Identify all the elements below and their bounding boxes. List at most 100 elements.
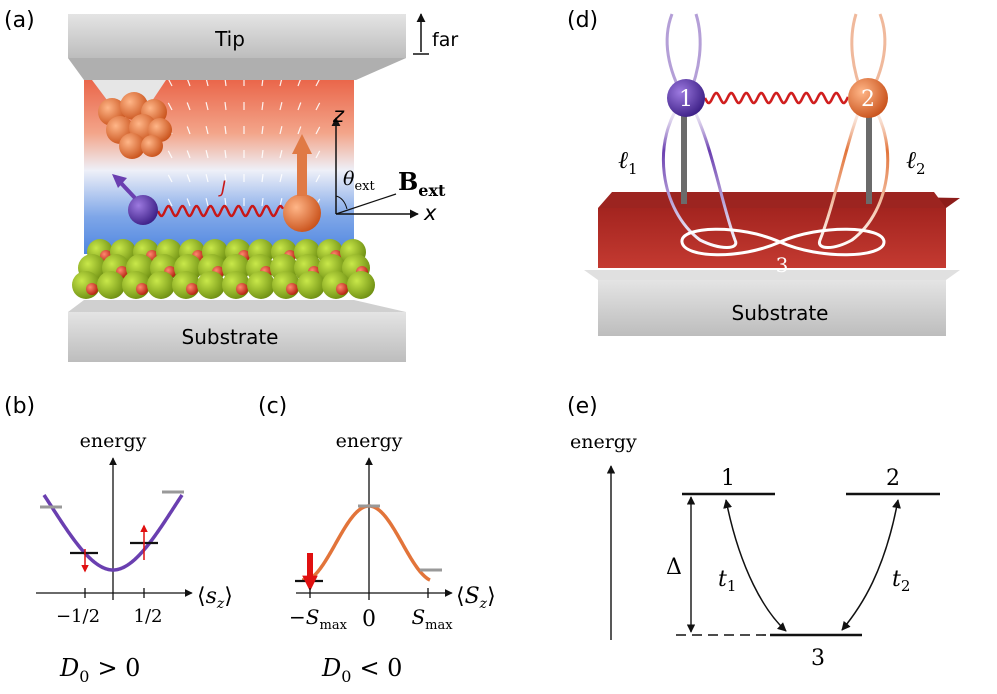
tip-block (68, 14, 406, 58)
d-substrate-top (584, 270, 960, 280)
spin-orange-arrow (297, 152, 307, 196)
spin-purple-arrow (118, 180, 137, 200)
loop-left (661, 97, 738, 249)
delta-label: Δ (666, 555, 682, 580)
c-tick-zero-label: 0 (362, 607, 376, 632)
panel-d: (d) Substrate 1 2 3 ℓ1 ℓ2 (567, 8, 960, 336)
field-arrow (279, 102, 283, 111)
tip-cluster (98, 92, 172, 159)
lattice-atom-red (236, 283, 248, 295)
lattice-atom-red (86, 283, 98, 295)
substrate-label: Substrate (182, 325, 279, 349)
spin-purple (128, 195, 158, 225)
field-arrow (186, 198, 191, 207)
field-arrow (167, 174, 173, 183)
field-arrow (167, 198, 173, 207)
panel-b-label: (b) (4, 394, 35, 419)
spin-purple-arrowhead (112, 174, 127, 188)
field-arrow (205, 102, 209, 111)
field-arrow (224, 102, 227, 111)
theta-label: θext (343, 168, 375, 194)
field-arrow (205, 150, 209, 159)
field-arrow (315, 102, 321, 111)
t2-label: t2 (892, 567, 910, 595)
field-arrow (205, 174, 209, 183)
post-left (681, 112, 687, 204)
site-2-label: 2 (861, 87, 875, 112)
level-1-label: 1 (721, 466, 735, 491)
field-arrow (315, 126, 321, 135)
field-arrow (261, 102, 264, 111)
field-direction (335, 193, 397, 215)
b-condition: D0> 0 (59, 654, 140, 686)
post-right (866, 112, 872, 204)
c-tick-neg-label: −Smax (289, 605, 348, 633)
field-arrow (224, 150, 227, 159)
site-3-label: 3 (776, 253, 789, 277)
lattice-atom-red (136, 283, 148, 295)
lattice-atom-green (147, 271, 175, 299)
panel-b: (b) energy −1/2 1/2 ⟨sz⟩ D0> 0 (4, 394, 233, 686)
field-arrow (205, 198, 209, 207)
field-arrow (297, 102, 302, 111)
panel-a: (a) Tip far Substrate (4, 8, 458, 362)
ell2-label: ℓ2 (906, 146, 926, 178)
panel-c-label: (c) (258, 394, 287, 419)
field-arrow (167, 150, 173, 159)
exchange-coupling-wave (156, 204, 285, 218)
field-arrow (186, 150, 191, 159)
substrate-orbital-loop (680, 227, 886, 257)
site-1 (667, 79, 705, 117)
c-ylabel: energy (336, 430, 403, 452)
panel-a-label: (a) (4, 8, 35, 33)
b-tick-neg-label: −1/2 (56, 606, 100, 627)
field-arrow (279, 126, 283, 135)
field-arrow (261, 126, 264, 135)
field-arrow (186, 126, 191, 135)
field-label: Bext (398, 167, 446, 200)
substrate-lattice (72, 239, 375, 299)
panel-e-label: (e) (567, 394, 598, 419)
lattice-atom-green (197, 271, 225, 299)
panel-e: (e) energy 1 2 3 Δ t1 t2 (567, 394, 940, 671)
field-arrow (167, 78, 173, 87)
field-arrow (315, 174, 321, 183)
substrate-block (68, 312, 406, 362)
field-arrow (261, 150, 264, 159)
loop-right (817, 97, 890, 249)
panel-d-label: (d) (567, 8, 598, 33)
spin-orange-arrowhead (292, 134, 312, 154)
b-xlabel: ⟨sz⟩ (197, 584, 233, 612)
field-arrow (224, 126, 227, 135)
lattice-atom-green (347, 271, 375, 299)
tip-cone (92, 80, 166, 104)
field-arrow (315, 78, 321, 87)
b-tick-pos-label: 1/2 (134, 606, 163, 627)
d-coupling-wave (703, 91, 850, 105)
lattice-atom-green (297, 271, 325, 299)
spin-orange (283, 194, 321, 232)
field-arrow (261, 174, 264, 183)
e-ylabel: energy (570, 431, 637, 453)
c-tick-pos-label: Smax (411, 605, 453, 633)
t2-hopping-arrow (841, 499, 901, 631)
theta-arc (335, 195, 348, 210)
lattice-atom-red (336, 283, 348, 295)
d-substrate-block (598, 280, 946, 336)
b-ylabel: energy (80, 430, 147, 452)
tip-block-underside (68, 58, 406, 80)
t1-hopping-arrow (723, 499, 787, 632)
field-arrow (279, 150, 283, 159)
t1-label: t1 (718, 567, 736, 595)
field-arrow (279, 174, 283, 183)
z-axis-label: z (332, 103, 345, 127)
c-condition: D0< 0 (321, 654, 402, 686)
lattice-atom-red (286, 283, 298, 295)
panel-c: (c) energy −Smax 0 Smax ⟨Sz⟩ D0< 0 (258, 394, 496, 686)
lattice-atom-green (247, 271, 275, 299)
site-2 (848, 78, 888, 118)
field-arrow (279, 198, 283, 207)
level-2-label: 2 (886, 466, 900, 491)
field-arrow (186, 102, 191, 111)
